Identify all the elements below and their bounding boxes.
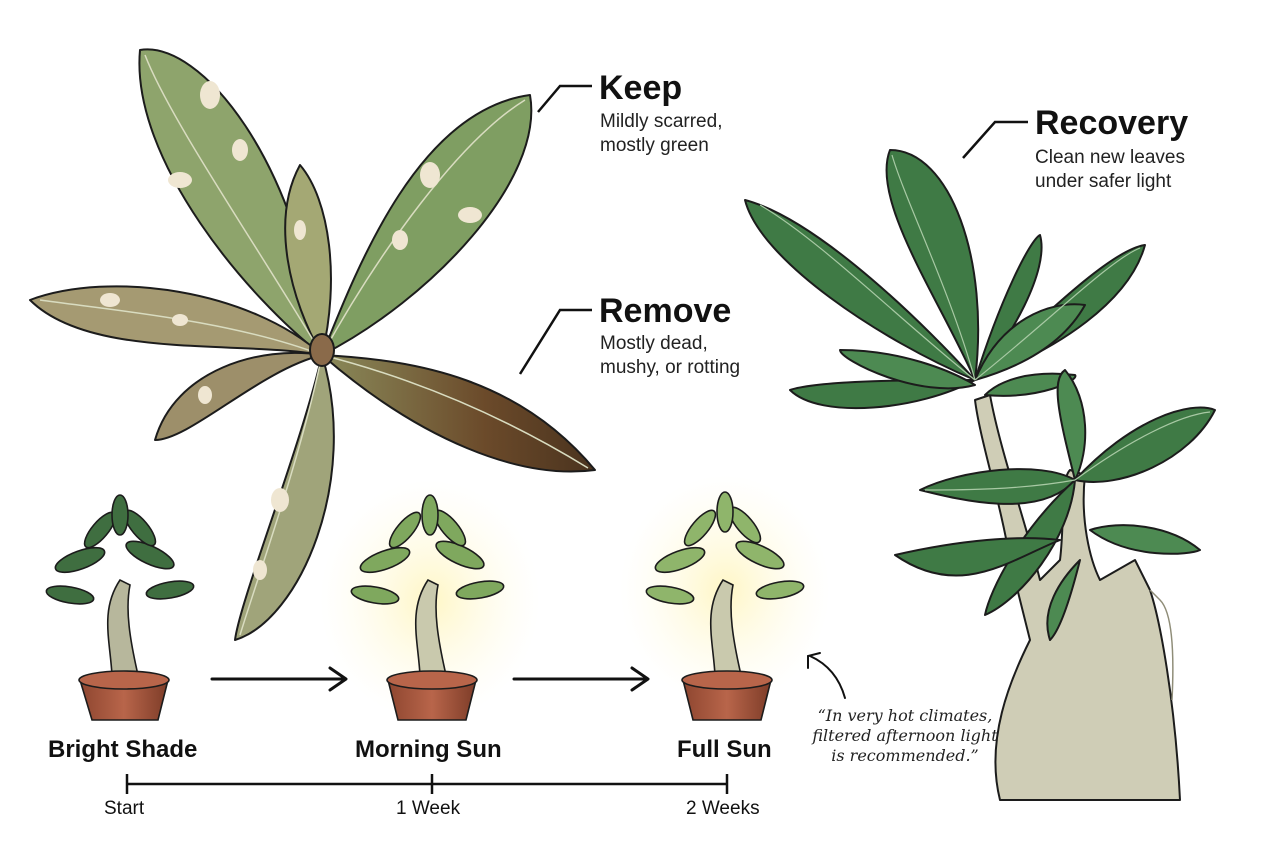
- timeline-label-week2: 2 Weeks: [686, 798, 760, 819]
- keep-desc-line1: Mildly scarred,: [600, 111, 723, 132]
- stage-label-full-sun: Full Sun: [677, 736, 772, 763]
- plant-bright-shade: [45, 494, 195, 721]
- remove-desc-line2: mushy, or rotting: [600, 357, 741, 378]
- note-line2: filtered afternoon light: [812, 726, 998, 745]
- recovery-title: Recovery: [1035, 104, 1189, 142]
- keep-callout-line: [537, 84, 592, 113]
- plant-morning-sun: [350, 494, 505, 721]
- timeline-label-start: Start: [104, 798, 145, 819]
- curved-arrow-icon: [807, 652, 846, 699]
- remove-desc-line1: Mostly dead,: [600, 333, 708, 354]
- plant-full-sun: [645, 491, 805, 721]
- keep-leaf: [321, 94, 533, 356]
- recovered-plant-illustration: [744, 149, 1216, 801]
- timeline-label-week1: 1 Week: [396, 798, 461, 819]
- arrow-right-icon: [512, 666, 650, 692]
- keep-desc-line2: mostly green: [600, 135, 709, 156]
- remove-title: Remove: [599, 292, 732, 330]
- damaged-plant-illustration: [29, 48, 596, 641]
- arrow-right-icon: [210, 666, 348, 692]
- timeline: [125, 774, 729, 794]
- note-line3: is recommended.”: [831, 746, 979, 765]
- caudex-trunk: [974, 394, 1181, 801]
- remove-leaf-dead: [321, 354, 596, 473]
- recovery-desc-line2: under safer light: [1035, 171, 1172, 192]
- scarred-leaf-lower-left: [154, 351, 323, 441]
- stage-label-bright-shade: Bright Shade: [48, 736, 198, 763]
- scarred-leaf-upper: [284, 164, 332, 356]
- keep-title: Keep: [599, 69, 683, 107]
- hot-climate-note: “In very hot climates, filtered afternoo…: [800, 706, 1010, 766]
- recovery-desc-line1: Clean new leaves: [1035, 147, 1185, 168]
- recovery-callout-line: [962, 120, 1028, 159]
- stage-label-morning-sun: Morning Sun: [355, 736, 502, 763]
- note-line1: “In very hot climates,: [817, 706, 993, 725]
- remove-callout-line: [518, 308, 592, 375]
- scarred-leaf-top: [138, 48, 323, 356]
